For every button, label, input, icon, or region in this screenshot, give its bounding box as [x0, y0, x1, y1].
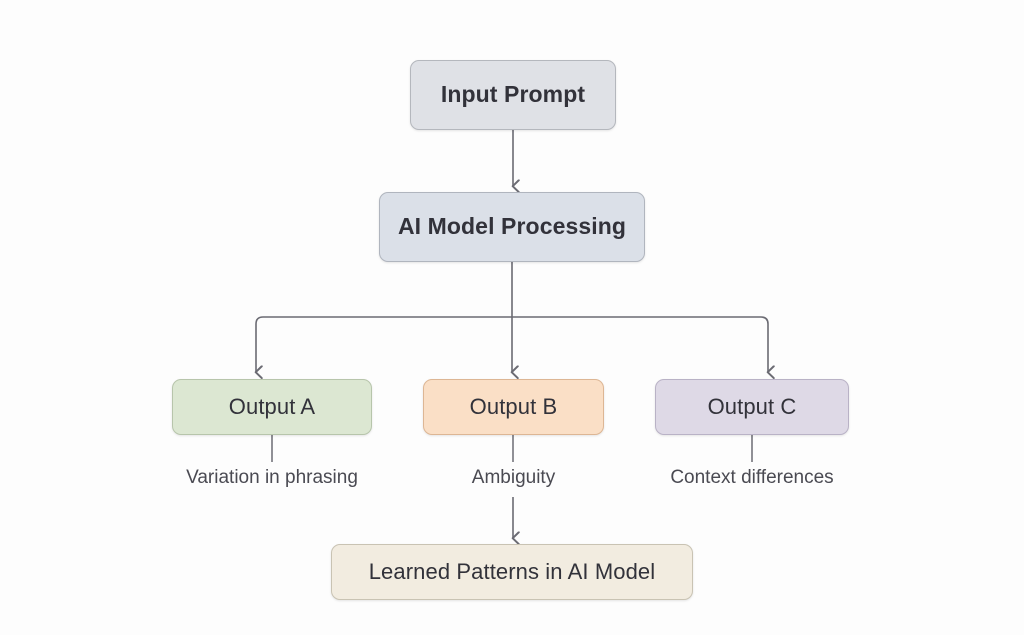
node-learned-patterns-label: Learned Patterns in AI Model: [368, 558, 656, 584]
node-ai-model-processing[interactable]: AI Model Processing: [379, 192, 645, 262]
edge-processing-to-output-c: [511, 316, 768, 372]
node-ai-model-processing-label: AI Model Processing: [397, 213, 627, 240]
caption-output-c: Context differences: [670, 467, 834, 488]
node-output-b[interactable]: Output B: [423, 379, 604, 435]
node-output-c[interactable]: Output C: [655, 379, 849, 435]
node-input-prompt[interactable]: Input Prompt: [410, 60, 616, 130]
node-input-prompt-label: Input Prompt: [440, 81, 586, 108]
caption-output-a: Variation in phrasing: [186, 467, 358, 488]
node-output-a[interactable]: Output A: [172, 379, 372, 435]
node-output-a-label: Output A: [228, 393, 316, 419]
caption-output-b: Ambiguity: [471, 467, 556, 488]
edge-processing-to-output-a: [256, 316, 513, 372]
node-learned-patterns[interactable]: Learned Patterns in AI Model: [331, 544, 693, 600]
node-output-b-label: Output B: [469, 393, 558, 419]
node-output-c-label: Output C: [707, 393, 797, 419]
